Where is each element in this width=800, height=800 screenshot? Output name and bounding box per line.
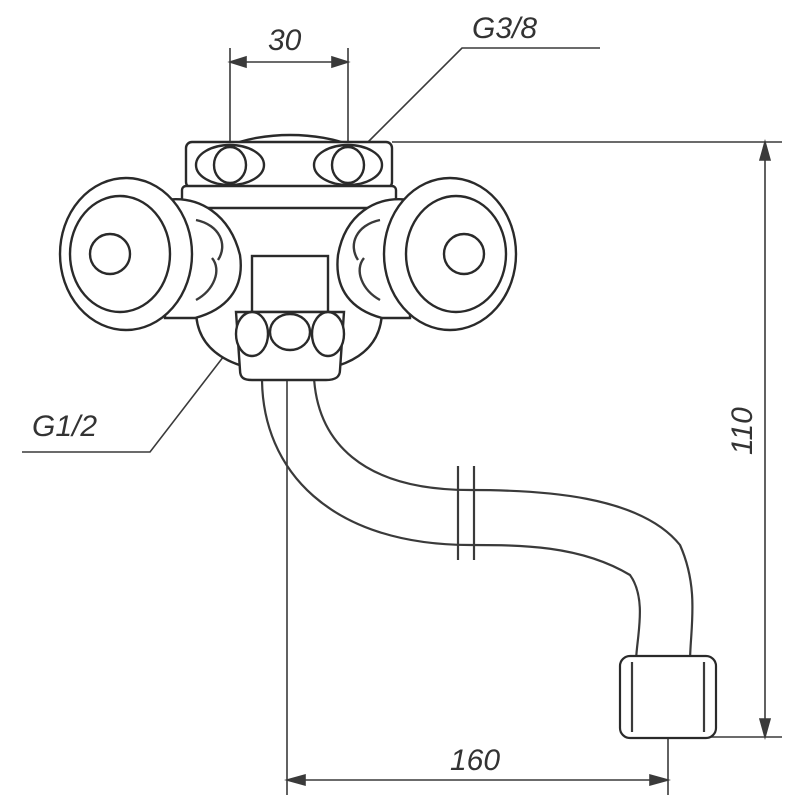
spout-outer-edge [260,377,641,663]
dim-label-110: 110 [726,407,759,455]
g12-leader [22,329,245,453]
bottom-nut-left-facet [234,310,270,358]
aerator-body [618,654,718,740]
left-arm-detail-1 [195,218,224,261]
bottom-nut-right-facet [310,310,346,358]
dim-30-arrow-left [227,55,247,69]
left-arm-detail-2 [195,257,218,302]
dim-30-arrow-right [331,55,351,69]
central-stem [250,254,330,314]
dim-110-arrow-top [758,139,772,161]
dim-160-arrow-right [649,773,671,787]
dim-label-30: 30 [268,24,302,57]
dim-label-g38: G3/8 [472,12,537,45]
dim-160-arrow-left [284,773,306,787]
right-arm-detail-2 [358,257,381,302]
bottom-nut-mid-facet [268,312,312,352]
central-bridge [180,184,398,210]
dim-label-g12: G1/2 [32,410,97,443]
left-handle-cap [88,232,132,276]
dim-label-160: 160 [450,744,500,777]
g38-leader [367,47,600,143]
aerator-nozzle [618,654,718,740]
top-nut-right-facet [330,145,366,185]
spout [260,377,694,663]
right-handle-cap [442,232,486,276]
dim-110-arrow-bottom [758,718,772,740]
mixer-body [58,133,518,382]
spout-inner-edge [312,377,694,663]
right-arm-detail-1 [352,218,381,261]
top-nut-left-facet [212,145,248,185]
